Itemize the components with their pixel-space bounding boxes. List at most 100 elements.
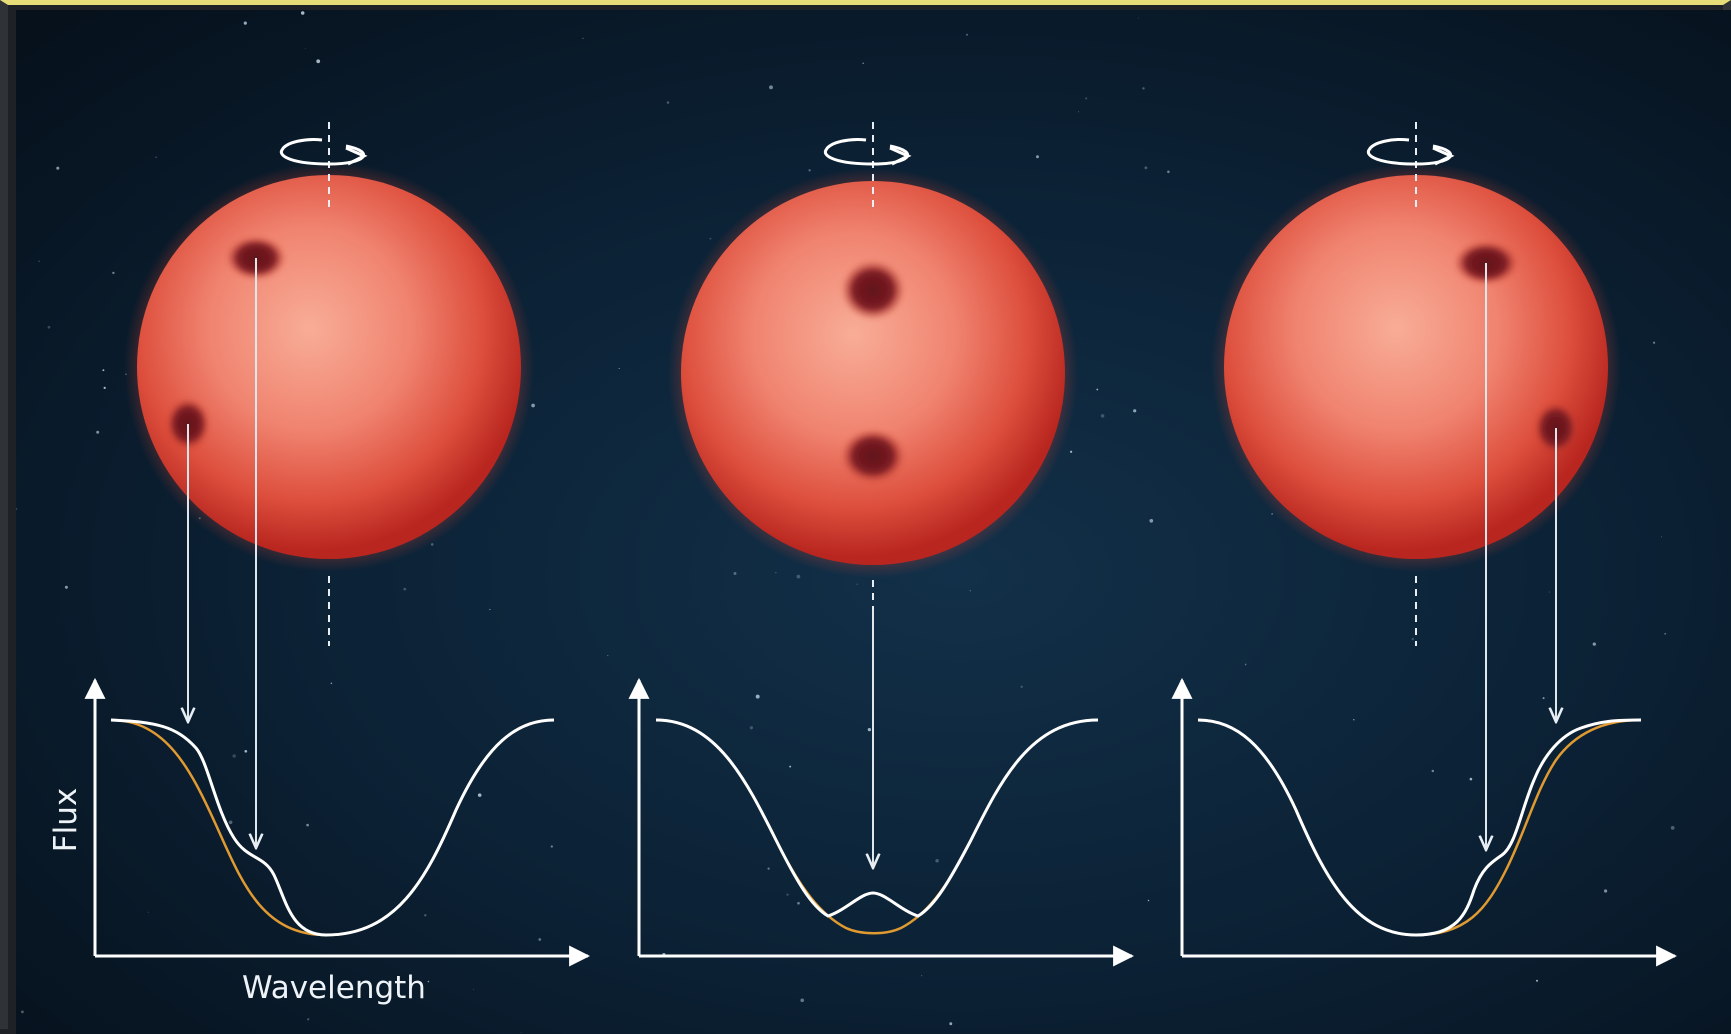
- star-spot: [841, 429, 905, 483]
- background-star: [56, 166, 60, 170]
- panel-right: [1171, 122, 1678, 967]
- background-star: [424, 914, 427, 917]
- background-star: [1592, 642, 1596, 646]
- background-stars: [16, 11, 1675, 1033]
- background-star: [1096, 388, 1099, 391]
- background-star: [1271, 513, 1273, 515]
- background-star: [1133, 409, 1137, 413]
- background-star: [427, 980, 430, 983]
- background-star: [304, 47, 306, 49]
- background-star: [966, 33, 968, 36]
- background-star: [1100, 414, 1105, 418]
- background-star: [935, 858, 939, 863]
- background-star: [755, 694, 760, 699]
- line-profile-spotted: [1197, 718, 1642, 937]
- background-star: [1147, 899, 1150, 902]
- background-star: [1664, 632, 1667, 635]
- background-star: [1020, 685, 1023, 688]
- background-star: [1535, 979, 1539, 982]
- background-star: [316, 59, 321, 64]
- x-axis-label: Wavelength: [242, 970, 426, 1006]
- background-star: [767, 867, 770, 870]
- background-star: [306, 823, 309, 827]
- background-star: [800, 998, 805, 1003]
- background-star: [155, 156, 157, 158]
- background-star: [1137, 17, 1139, 19]
- background-star: [1144, 166, 1148, 170]
- line-profile-spotted: [110, 718, 555, 937]
- background-star: [489, 608, 491, 611]
- background-star: [102, 369, 105, 372]
- background-star: [1661, 536, 1662, 538]
- background-star: [243, 21, 247, 25]
- line-profile-spotted: [655, 718, 1099, 918]
- background-star: [538, 938, 542, 941]
- background-star: [797, 901, 800, 905]
- background-star: [307, 1018, 310, 1021]
- background-star: [1078, 111, 1080, 113]
- background-star: [862, 62, 865, 65]
- background-star: [472, 988, 474, 990]
- background-star: [403, 587, 407, 591]
- background-star: [1670, 826, 1675, 830]
- background-star: [733, 572, 737, 575]
- background-star: [969, 590, 971, 592]
- background-star: [949, 1022, 953, 1026]
- background-star: [1542, 697, 1545, 700]
- background-star: [64, 585, 68, 589]
- background-star: [1069, 450, 1073, 453]
- background-star: [300, 11, 305, 15]
- background-star: [921, 975, 923, 977]
- star: [1224, 175, 1608, 559]
- background-star: [1149, 518, 1154, 523]
- background-star: [16, 507, 18, 511]
- background-star: [228, 820, 233, 825]
- background-star: [1431, 769, 1435, 773]
- background-star: [531, 403, 535, 408]
- background-star: [38, 260, 40, 262]
- background-star: [796, 574, 801, 579]
- background-star: [112, 271, 115, 275]
- background-star: [789, 765, 792, 768]
- background-star: [666, 101, 670, 104]
- star-spot: [841, 260, 905, 320]
- y-axis-label: Flux: [48, 788, 84, 852]
- background-star: [808, 169, 811, 172]
- background-star: [1244, 663, 1247, 666]
- background-star: [709, 237, 712, 240]
- rotation-arrow-icon: [823, 138, 912, 166]
- background-star: [1036, 155, 1039, 159]
- background-star: [520, 1032, 522, 1033]
- rotation-arrow-icon: [279, 138, 368, 166]
- background-star: [330, 682, 333, 685]
- background-star: [1411, 637, 1415, 641]
- background-star: [1469, 777, 1473, 781]
- background-star: [582, 37, 584, 39]
- doppler-imaging-diagram: Flux Wavelength: [16, 10, 1731, 1034]
- background-star: [769, 85, 773, 90]
- background-star: [775, 572, 777, 574]
- background-star: [1548, 591, 1550, 593]
- background-star: [856, 583, 858, 585]
- background-star: [244, 749, 248, 753]
- background-star: [1167, 170, 1170, 174]
- background-star: [1085, 97, 1088, 100]
- background-star: [477, 793, 482, 797]
- background-star: [749, 726, 754, 730]
- panel-left: Flux Wavelength: [48, 122, 591, 1006]
- star: [681, 181, 1065, 565]
- background-star: [1353, 718, 1355, 721]
- background-star: [867, 727, 872, 732]
- background-star: [96, 430, 100, 434]
- rotation-arrow-icon: [1366, 138, 1455, 166]
- background-star: [786, 893, 789, 896]
- background-star: [1653, 341, 1656, 344]
- background-star: [618, 367, 620, 370]
- background-star: [232, 754, 236, 758]
- background-star: [1142, 87, 1145, 90]
- background-star: [147, 911, 149, 913]
- panel-middle: [628, 122, 1135, 967]
- background-star: [550, 845, 553, 848]
- background-star: [21, 1010, 24, 1014]
